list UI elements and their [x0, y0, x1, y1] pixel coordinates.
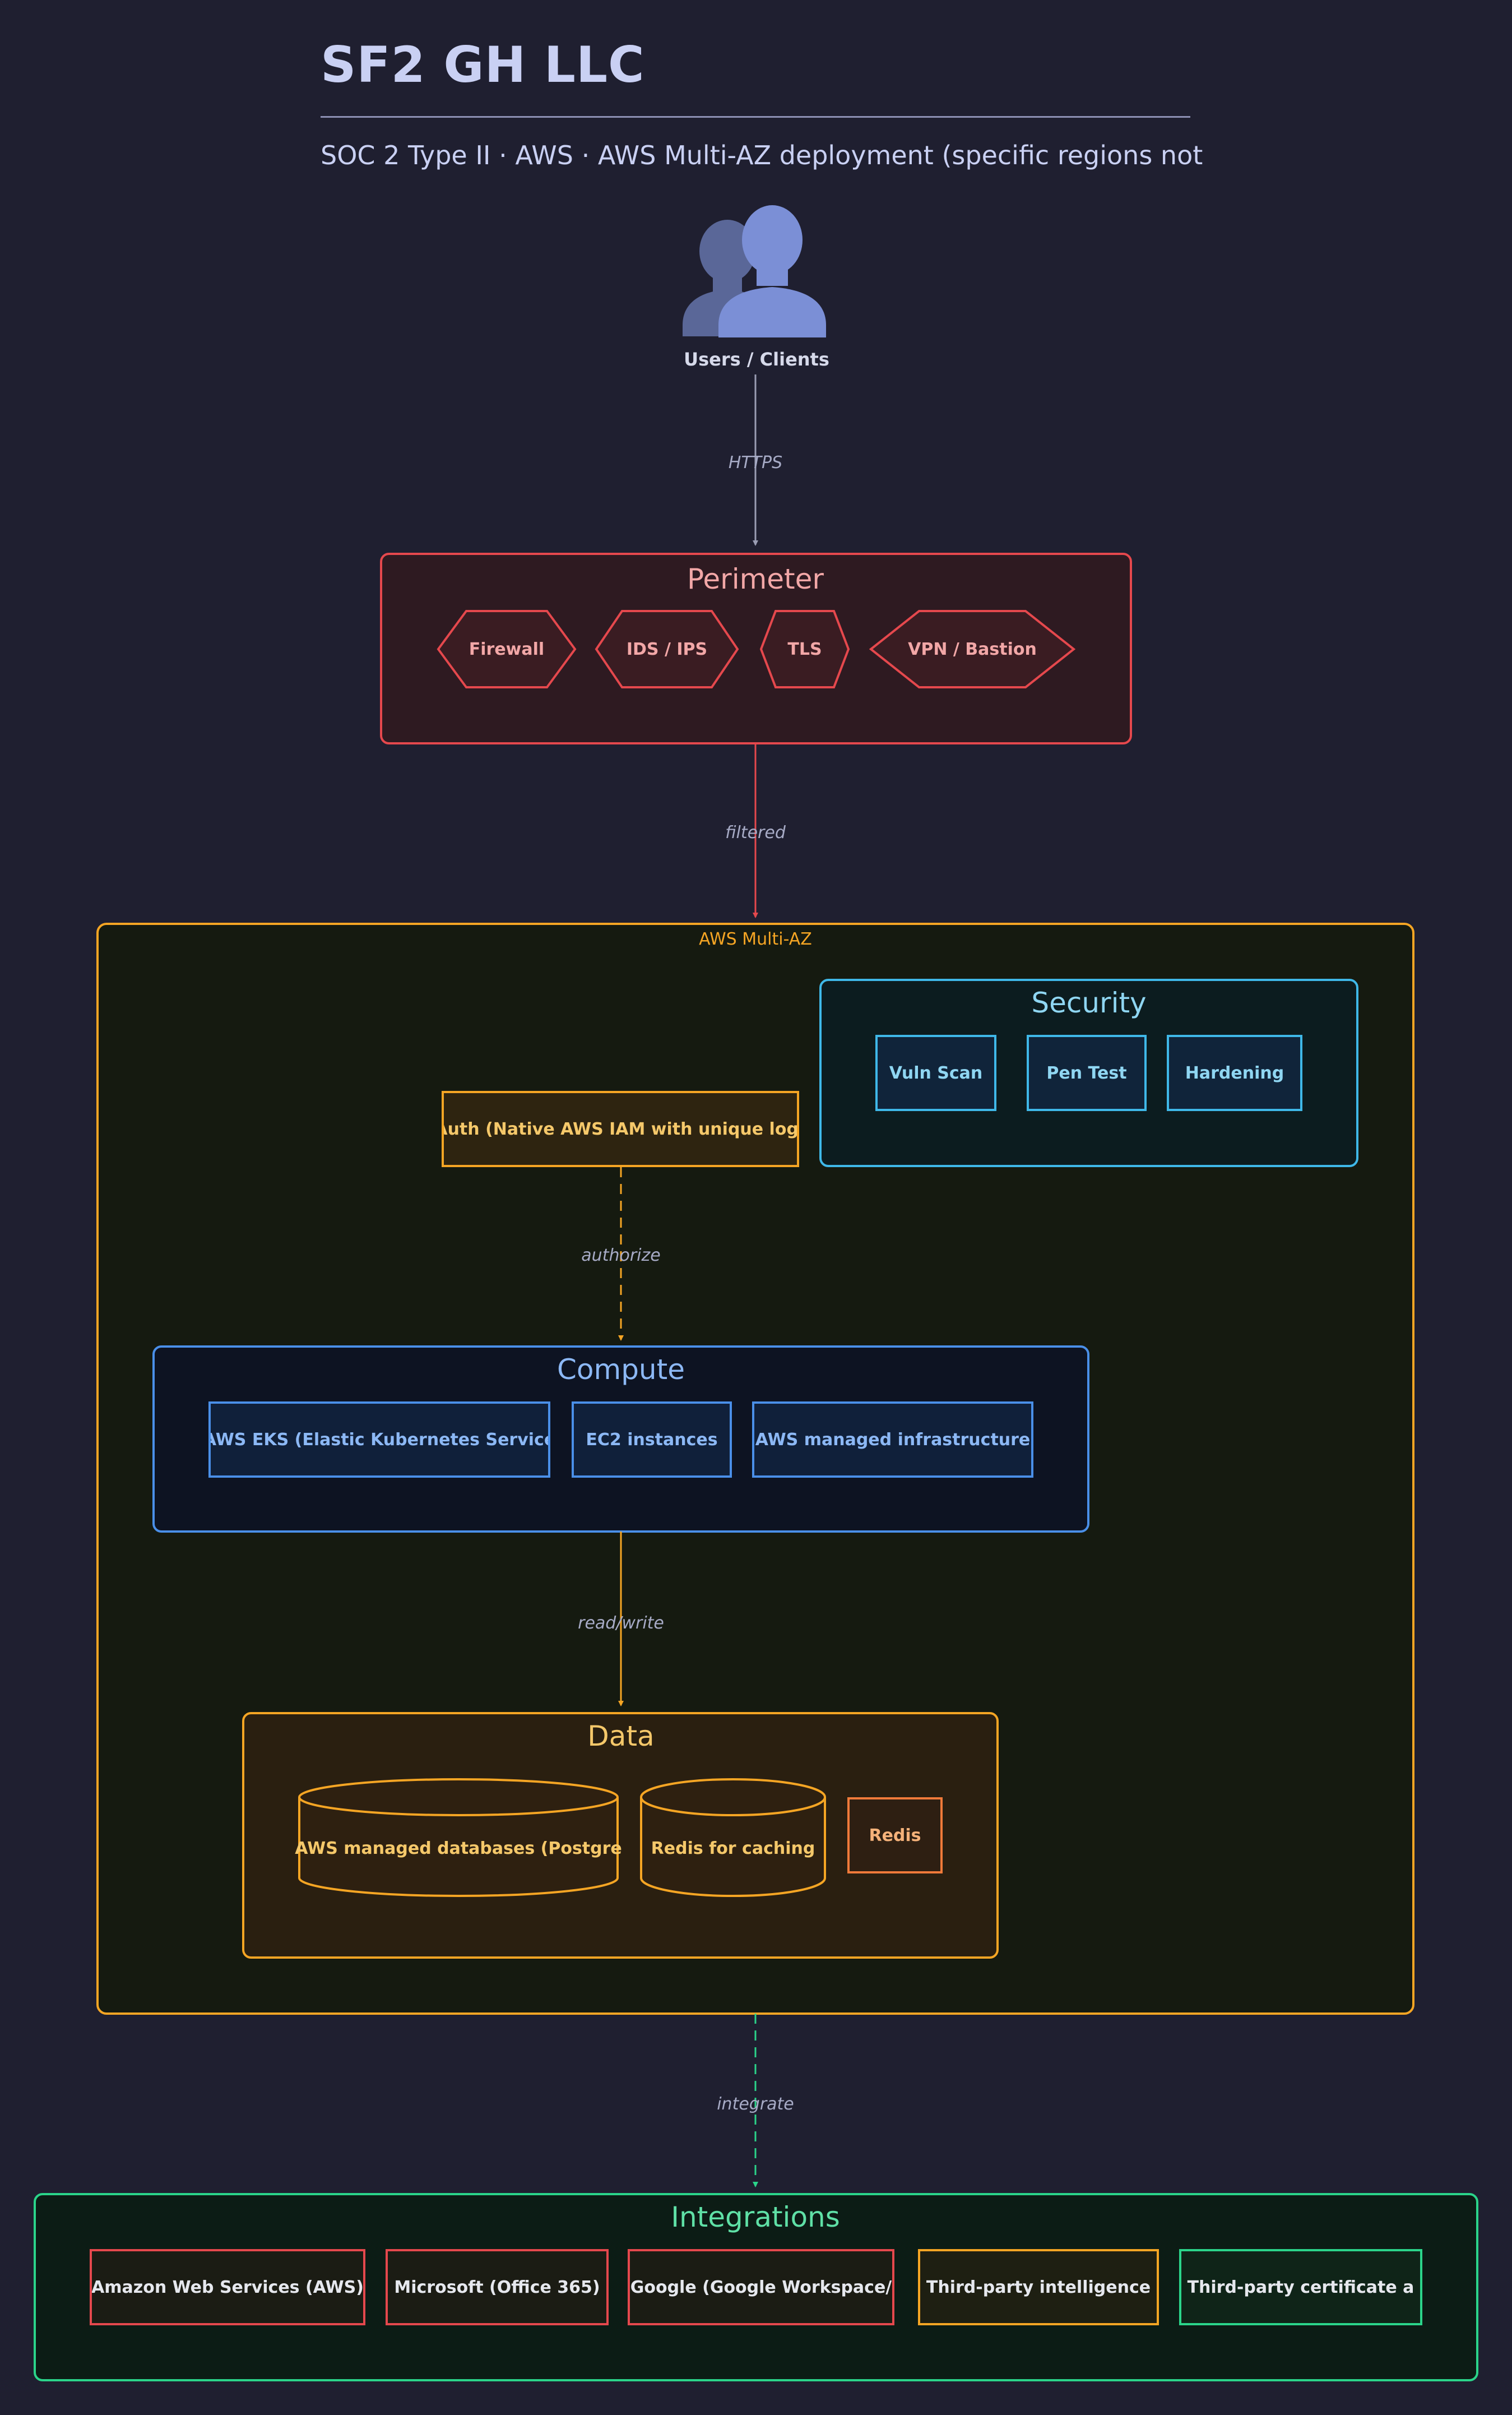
integration-microsoft-box: Microsoft (Office 365) — [386, 2249, 609, 2325]
security-title: Security — [1031, 987, 1147, 1019]
compute-title: Compute — [556, 1353, 685, 1386]
hardening-box: Hardening — [1167, 1035, 1302, 1111]
edge-label-authorize: authorize — [581, 1246, 661, 1265]
perimeter-title: Perimeter — [687, 563, 824, 595]
vuln-scan-box: Vuln Scan — [875, 1035, 996, 1111]
integration-aws-box: Amazon Web Services (AWS) — [90, 2249, 365, 2325]
tls-label: TLS — [787, 639, 822, 659]
title-divider — [321, 116, 1190, 118]
databases-cylinder — [298, 1778, 619, 1897]
ec2-box: EC2 instances — [572, 1401, 732, 1478]
databases-label: AWS managed databases (Postgre — [295, 1838, 622, 1858]
managed-infrastructure-box: AWS managed infrastructure — [752, 1401, 1033, 1478]
tls-hexagon — [759, 610, 850, 688]
redis-box: Redis — [847, 1797, 943, 1873]
edge-label-read-write: read/write — [578, 1613, 664, 1633]
edge-label-integrate: integrate — [717, 2094, 794, 2114]
aws-multi-az-title: AWS Multi-AZ — [699, 929, 812, 949]
pen-test-box: Pen Test — [1027, 1035, 1147, 1111]
integration-google-box: Google (Google Workspace/ — [628, 2249, 894, 2325]
ids-ips-label: IDS / IPS — [626, 639, 708, 659]
integration-certificate-box: Third-party certificate a — [1179, 2249, 1422, 2325]
ids-ips-hexagon — [595, 610, 739, 688]
edge-label-filtered: filtered — [725, 823, 786, 843]
eks-box: AWS EKS (Elastic Kubernetes Service — [208, 1401, 550, 1478]
integration-intelligence-box: Third-party intelligence — [918, 2249, 1159, 2325]
page-subtitle: SOC 2 Type II · AWS · AWS Multi-AZ deplo… — [321, 140, 1203, 170]
auth-box: Auth (Native AWS IAM with unique log) — [442, 1091, 799, 1167]
data-title: Data — [587, 1720, 655, 1752]
page-title: SF2 GH LLC — [321, 36, 645, 94]
firewall-label: Firewall — [469, 639, 545, 659]
redis-caching-label: Redis for caching — [651, 1838, 815, 1858]
users-label: Users / Clients — [684, 349, 829, 370]
users-icon — [683, 205, 826, 337]
integrations-title: Integrations — [671, 2201, 840, 2233]
edge-label-https: HTTPS — [728, 453, 783, 473]
vpn-bastion-hexagon — [869, 610, 1076, 688]
vpn-bastion-label: VPN / Bastion — [908, 639, 1037, 659]
firewall-hexagon — [437, 610, 577, 688]
redis-caching-cylinder — [640, 1778, 826, 1897]
